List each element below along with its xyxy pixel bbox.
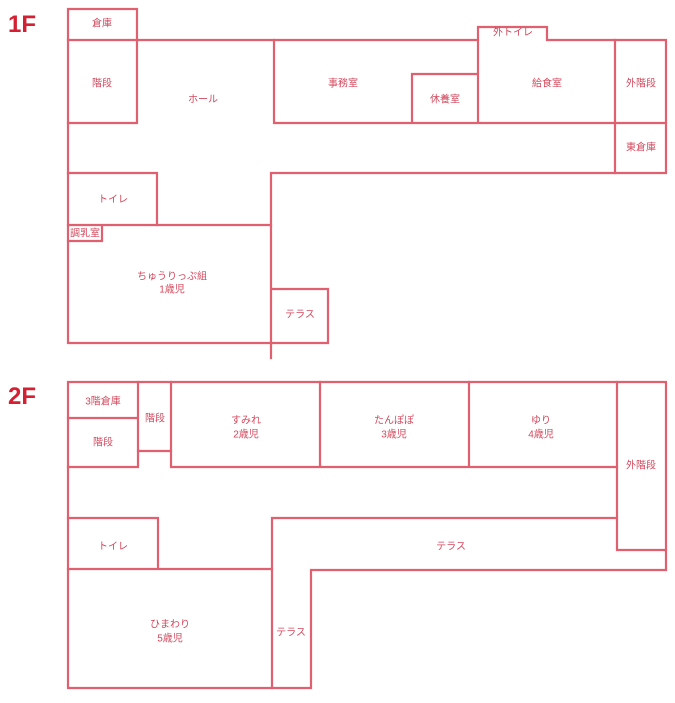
room-label-terrace-wide: テラス <box>436 541 466 553</box>
1f-office-block-walls <box>272 38 668 175</box>
floor-1f: 1F 倉庫 階段 ホール 事務室 外トイレ 休養室 給食室 外階段 東倉庫 トイ… <box>8 7 668 360</box>
room-label-terrace-narrow: テラス <box>276 627 306 639</box>
room-label-yuri-name: ゆり <box>531 415 551 427</box>
room-label-storage3: 3階倉庫 <box>85 395 121 408</box>
room-label-yuri-age: 4歳児 <box>528 429 554 441</box>
1f-storage-stairs-walls <box>66 38 139 125</box>
room-label-tanpopo-age: 3歳児 <box>381 429 407 441</box>
1f-toilet-walls <box>66 171 159 227</box>
floor-2f: 2F 3階倉庫 階段 階段 すみれ 2歳児 たんぽぽ 3歳児 ゆり 4歳児 外階… <box>8 380 668 690</box>
floor-1f-outline <box>66 7 668 360</box>
room-label-sumire-age: 2歳児 <box>233 429 259 441</box>
room-label-class-age: 1歳児 <box>159 284 185 296</box>
2f-left-column-walls <box>66 380 140 469</box>
room-label-tanpopo-name: たんぽぽ <box>374 415 414 427</box>
room-label-rest-room: 休養室 <box>430 93 460 106</box>
room-label-toilet: トイレ <box>98 542 128 553</box>
room-label-office: 事務室 <box>328 77 358 90</box>
room-label-stairs: 階段 <box>92 77 112 90</box>
room-label-east-storage: 東倉庫 <box>626 141 656 154</box>
floor-2f-outline <box>66 380 668 690</box>
2f-toilet-walls <box>66 516 274 571</box>
room-label-terrace: テラス <box>285 309 315 321</box>
floor-1f-title: 1F <box>8 11 36 38</box>
1f-classroom-walls <box>66 223 273 243</box>
room-label-himawari-age: 5歳児 <box>157 633 183 645</box>
room-label-hall: ホール <box>188 94 218 106</box>
floor-2f-title: 2F <box>8 383 36 410</box>
2f-outside-stairs-walls <box>615 380 668 552</box>
room-label-sumire-name: すみれ <box>231 415 261 427</box>
2f-classrooms-walls <box>169 380 619 469</box>
2f-terrace-walls <box>270 516 619 690</box>
room-label-outside-stairs: 外階段 <box>626 77 656 90</box>
room-label-storage: 倉庫 <box>92 17 112 30</box>
room-label-stairs: 階段 <box>93 436 113 449</box>
room-label-nursing-room: 調乳室 <box>70 227 100 240</box>
room-label-outside-stairs: 外階段 <box>626 459 656 472</box>
room-label-toilet: トイレ <box>98 195 128 206</box>
room-label-kitchen: 給食室 <box>532 77 562 90</box>
room-label-himawari-name: ひまわり <box>150 619 190 631</box>
room-label-outside-toilet: 外トイレ <box>493 27 533 39</box>
room-label-class-name: ちゅうりっぷ組 <box>137 270 207 283</box>
room-label-stairs-small: 階段 <box>145 412 165 425</box>
